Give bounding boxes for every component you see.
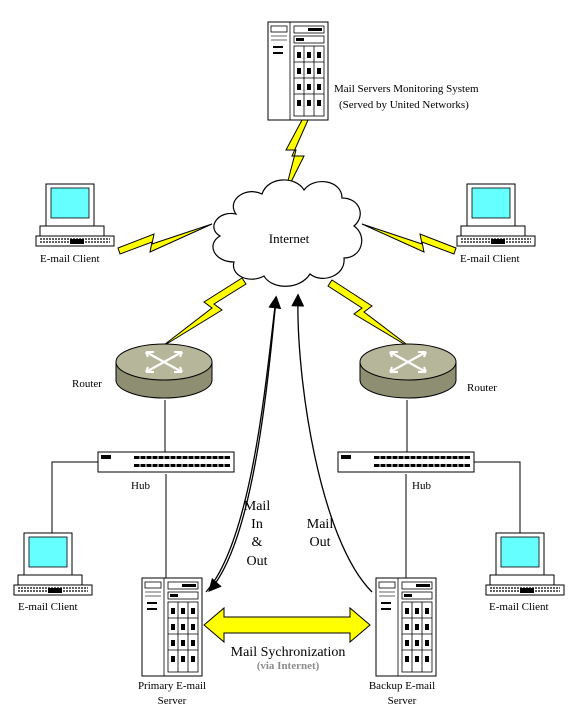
mail-in-out-arrow (205, 295, 282, 593)
router-left: Router (72, 342, 214, 400)
hub-right: Hub (337, 451, 475, 492)
lightning-bolts (117, 119, 457, 351)
mail-in-out-word: Out (247, 554, 268, 569)
router-icon (358, 342, 458, 400)
server-icon (375, 577, 437, 677)
client-label: E-mail Client (40, 253, 100, 265)
mail-out-word: Mail (307, 517, 334, 532)
client-label: E-mail Client (18, 601, 78, 613)
lightning-icon (159, 277, 247, 349)
mail-in-out-word: & (252, 535, 263, 550)
sync-sublabel: (via Internet) (257, 660, 320, 672)
server-icon (267, 21, 329, 121)
mail-flow-arrows (205, 293, 373, 593)
computer-icon (485, 532, 565, 596)
hub-icon (337, 451, 475, 473)
client-top-right: E-mail Client (456, 183, 536, 265)
client-label: E-mail Client (489, 601, 549, 613)
internet-label: Internet (269, 231, 310, 246)
router-label: Router (72, 378, 102, 390)
network-cables (51, 400, 521, 578)
computer-icon (456, 183, 536, 247)
hub-icon (97, 451, 235, 473)
router-label: Router (467, 382, 497, 394)
primary-server-label-2: Server (158, 695, 187, 707)
lightning-icon (361, 223, 457, 255)
mail-in-out-return-arrow (208, 299, 277, 592)
lightning-icon (327, 279, 415, 351)
router-icon (114, 342, 214, 400)
client-label: E-mail Client (460, 253, 520, 265)
lightning-icon (283, 119, 309, 197)
backup-server: Backup E-mail Server (369, 577, 437, 707)
hub-left: Hub (97, 451, 235, 492)
primary-server: Primary E-mail Server (138, 577, 206, 707)
internet-cloud: Internet (212, 179, 363, 287)
mail-out-label: Mail Out (307, 517, 334, 550)
client-bottom-right: E-mail Client (485, 532, 565, 613)
mail-in-out-word: Mail (244, 499, 271, 514)
client-top-left: E-mail Client (35, 183, 115, 265)
monitoring-title: Mail Servers Monitoring System (334, 83, 479, 95)
computer-icon (35, 183, 115, 247)
hub-label: Hub (131, 480, 150, 492)
computer-icon (13, 532, 93, 596)
mail-in-out-word: In (251, 517, 263, 532)
lightning-icon (117, 223, 213, 255)
client-bottom-left: E-mail Client (13, 532, 93, 613)
backup-server-label-1: Backup E-mail (369, 680, 435, 692)
mail-out-word: Out (310, 535, 331, 550)
mail-out-arrow (291, 293, 373, 593)
backup-server-label-2: Server (388, 695, 417, 707)
router-right: Router (358, 342, 497, 400)
primary-server-label-1: Primary E-mail (138, 680, 206, 692)
hub-label: Hub (412, 480, 431, 492)
sync-label: Mail Sychronization (231, 645, 346, 660)
monitoring-server: Mail Servers Monitoring System (Served b… (267, 21, 479, 121)
mail-in-out-label: Mail In & Out (244, 499, 271, 569)
server-icon (141, 577, 203, 677)
monitoring-subtitle: (Served by United Networks) (339, 99, 469, 111)
mail-sync-arrow: Mail Sychronization (via Internet) (203, 606, 371, 672)
